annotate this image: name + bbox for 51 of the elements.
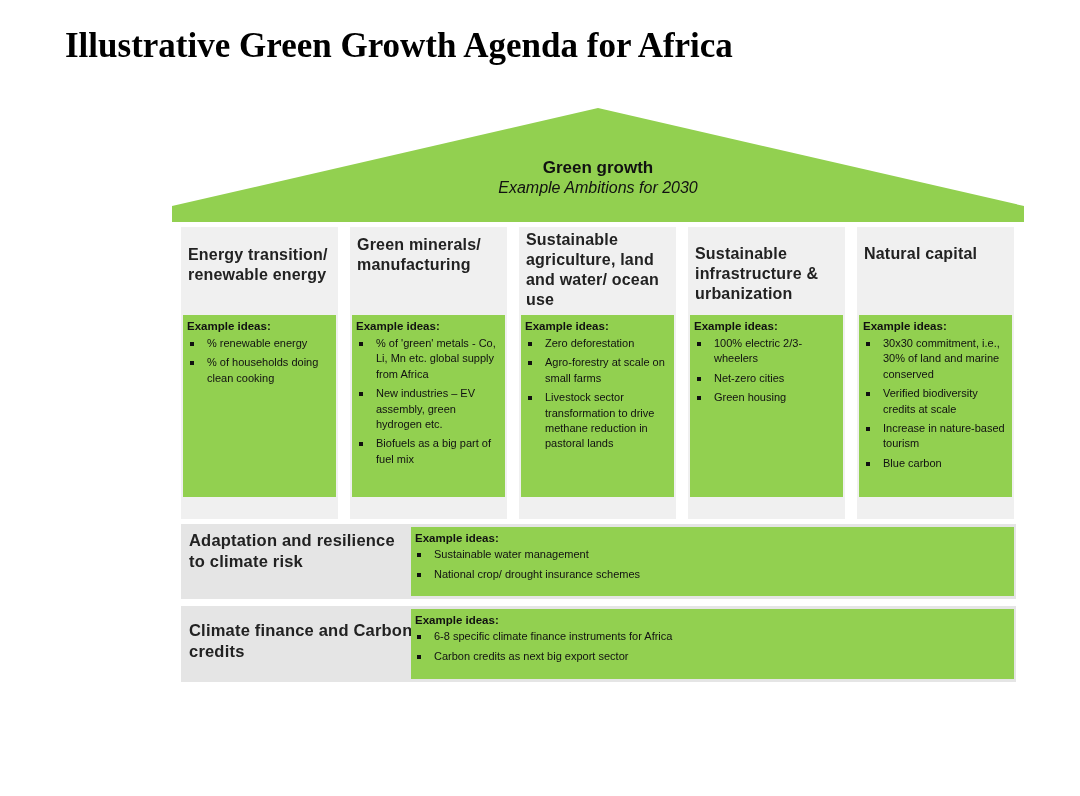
column-heading: Adaptation and resilience to climate risk — [189, 530, 396, 572]
row-band — [181, 606, 1016, 682]
column-heading: Green minerals/ manufacturing — [357, 235, 482, 275]
bullet-item: Zero deforestation — [544, 336, 635, 351]
pillar-column — [688, 227, 845, 519]
bullet-item: 100% electric 2/3-wheelers — [713, 336, 804, 367]
panel-heading: Example ideas: — [187, 320, 272, 332]
bullet-item: Agro-forestry at scale on small farms — [544, 355, 666, 386]
roof-shape — [172, 108, 1024, 222]
roof-title: Green growth — [541, 158, 655, 178]
ideas-panel — [411, 527, 1014, 596]
pillar-column — [519, 227, 676, 519]
ideas-panel — [859, 315, 1012, 497]
bullet-item: % of 'green' metals - Co, Li, Mn etc. global supply from Africa — [375, 336, 497, 382]
panel-heading: Example ideas: — [415, 614, 500, 626]
bullet-item: Livestock sector transformation to drive methane reduction in pastoral lands — [544, 390, 656, 452]
column-heading: Natural capital — [864, 244, 979, 264]
bullet-item: Carbon credits as next big export sector — [433, 649, 629, 665]
panel-heading: Example ideas: — [863, 320, 948, 332]
pillar-column — [181, 227, 338, 519]
ideas-panel — [183, 315, 336, 497]
bullet-item: National crop/ drought insurance schemes — [433, 567, 641, 583]
bullet-item: Verified biodiversity credits at scale — [882, 386, 979, 417]
bullet-item: New industries – EV assembly, green hydrogen etc. — [375, 386, 477, 432]
bullet-item: % of households doing clean cooking — [206, 355, 320, 386]
bullet-item: Blue carbon — [882, 455, 942, 471]
row-band — [181, 524, 1016, 599]
ideas-panel — [411, 609, 1014, 679]
ideas-panel — [690, 315, 843, 497]
column-heading: Energy transition/ renewable energy — [188, 245, 329, 285]
bullet-item: % renewable energy — [206, 336, 308, 351]
column-heading: Sustainable infrastructure & urbanization — [695, 244, 820, 304]
panel-heading: Example ideas: — [356, 320, 441, 332]
bullet-item: 6-8 specific climate finance instruments for Africa — [433, 629, 673, 644]
panel-heading: Example ideas: — [694, 320, 779, 332]
pillar-column — [857, 227, 1014, 519]
page-title: Illustrative Green Growth Agenda for Africa — [65, 26, 733, 66]
ideas-panel — [521, 315, 674, 497]
bullet-item: Net-zero cities — [713, 370, 785, 386]
column-heading: Climate finance and Carbon credits — [189, 620, 414, 662]
panel-heading: Example ideas: — [525, 320, 610, 332]
bullet-item: Increase in nature-based tourism — [882, 420, 1006, 452]
ideas-panel — [352, 315, 505, 497]
roof-subtitle: Example Ambitions for 2030 — [497, 179, 699, 197]
pillar-column — [350, 227, 507, 519]
bullet-item: Sustainable water management — [433, 547, 589, 562]
bullet-item: 30x30 commitment, i.e., 30% of land and marine conserved — [882, 336, 1001, 382]
panel-heading: Example ideas: — [415, 532, 500, 544]
bullet-item: Biofuels as a big part of fuel mix — [375, 436, 492, 467]
column-heading: Sustainable agriculture, land and water/ ocean use — [526, 230, 661, 310]
bullet-item: Green housing — [713, 390, 787, 406]
